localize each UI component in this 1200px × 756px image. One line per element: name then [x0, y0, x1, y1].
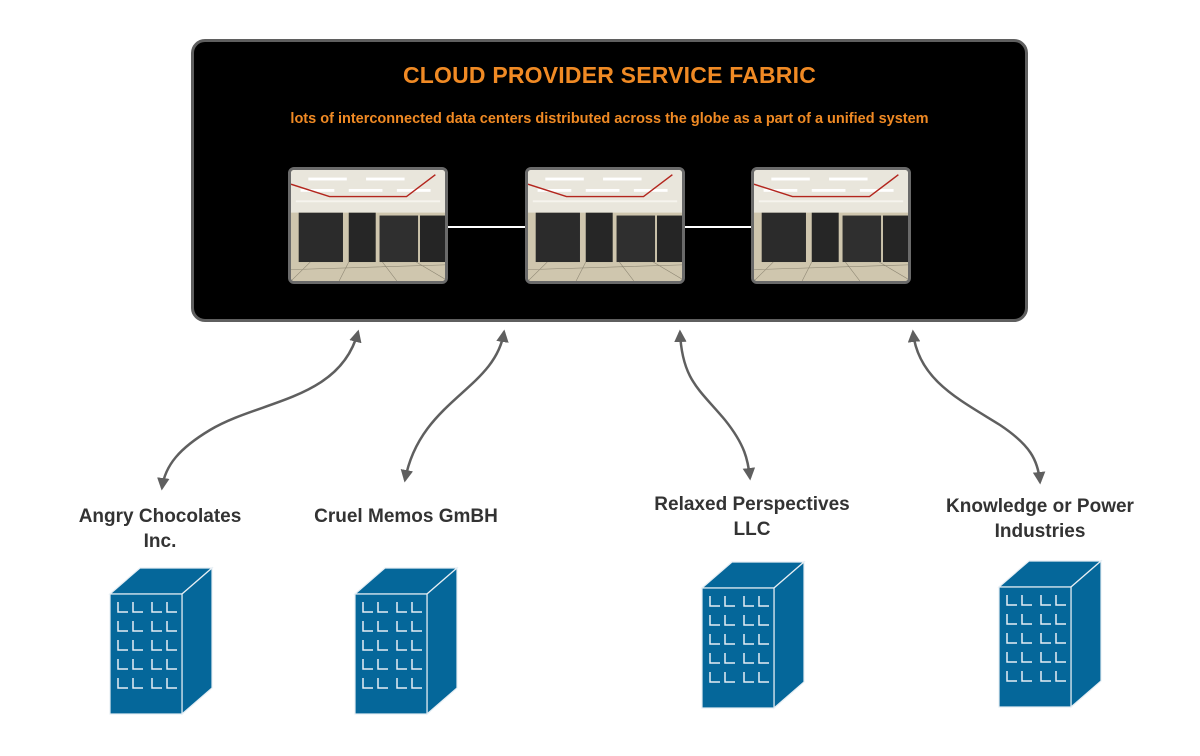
- connector-arrow-relaxed-perspectives: [674, 329, 756, 481]
- customer-label-line: Inc.: [143, 531, 177, 552]
- connector-arrow-knowledge-power: [907, 329, 1046, 485]
- customer-label-line: Angry Chocolates: [78, 506, 242, 527]
- customer-label-relaxed-perspectives: Relaxed Perspectives LLC: [622, 492, 882, 542]
- customer-label-line: Cruel Memos GmBH: [314, 506, 498, 527]
- building-shape: [353, 566, 459, 716]
- interconnect-line-1: [448, 226, 525, 228]
- fabric-subtitle: lots of interconnected data centers dist…: [290, 111, 929, 127]
- office-building-icon: [700, 560, 806, 710]
- office-building-icon: [997, 559, 1103, 709]
- data-center-photo-3: [751, 167, 911, 284]
- interconnect-line-2: [685, 226, 752, 228]
- customer-label-line: Industries: [994, 521, 1086, 542]
- server-room-illustration: [754, 170, 908, 281]
- server-room-illustration: [528, 170, 682, 281]
- building-shape: [700, 560, 806, 710]
- cloud-provider-fabric: CLOUD PROVIDER SERVICE FABRIC lots of in…: [191, 39, 1028, 322]
- customer-label-line: LLC: [733, 519, 771, 540]
- customer-label-angry-chocolates: Angry Chocolates Inc.: [30, 504, 290, 554]
- building-shape: [997, 559, 1103, 709]
- customer-label-cruel-memos: Cruel Memos GmBH: [276, 504, 536, 529]
- server-room-illustration: [291, 170, 445, 281]
- office-building-icon: [108, 566, 214, 716]
- connector-arrow-cruel-memos: [400, 329, 509, 483]
- building-shape: [108, 566, 214, 716]
- customer-label-line: Knowledge or Power: [946, 496, 1134, 517]
- customer-label-line: Relaxed Perspectives: [654, 494, 850, 515]
- fabric-title: CLOUD PROVIDER SERVICE FABRIC: [402, 62, 817, 88]
- office-building-icon: [353, 566, 459, 716]
- connector-arrow-angry-chocolates: [157, 329, 362, 491]
- customer-label-knowledge-power: Knowledge or Power Industries: [910, 494, 1170, 544]
- data-center-photo-1: [288, 167, 448, 284]
- data-center-photo-2: [525, 167, 685, 284]
